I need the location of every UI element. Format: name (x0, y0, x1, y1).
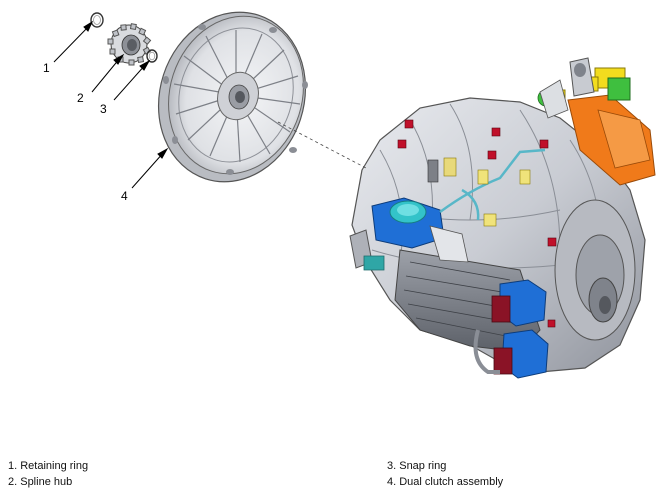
spline-hub-part (107, 23, 152, 66)
callout-1: 1 (43, 61, 50, 75)
small-fittings (427, 157, 531, 227)
legend-item-dual-clutch-assembly: 4. Dual clutch assembly (387, 476, 504, 488)
top-valve-body (537, 57, 656, 186)
leader-lines (53, 20, 169, 189)
callout-3: 3 (100, 102, 107, 116)
left-actuator (371, 197, 469, 263)
transmission-housing (349, 97, 646, 373)
legend-item-retaining-ring: 1. Retaining ring (8, 460, 89, 472)
retaining-ring-part (90, 12, 104, 28)
callout-2: 2 (77, 91, 84, 105)
alignment-dashed-line (277, 121, 367, 169)
dual-clutch-assembly-part (157, 11, 308, 183)
callout-4: 4 (121, 189, 128, 203)
snap-ring-part (146, 49, 158, 63)
legend-right: 3. Snap ring 4. Dual clutch assembly (387, 458, 503, 490)
callout-labels: 1 2 3 4 (43, 61, 128, 203)
red-markers (397, 119, 557, 328)
wiring-harness (439, 148, 546, 221)
legend-left: 1. Retaining ring 2. Spline hub (8, 458, 88, 490)
legend-item-snap-ring: 3. Snap ring (387, 460, 447, 472)
legend-item-spline-hub: 2. Spline hub (8, 476, 73, 488)
lower-motor-units (473, 279, 549, 379)
